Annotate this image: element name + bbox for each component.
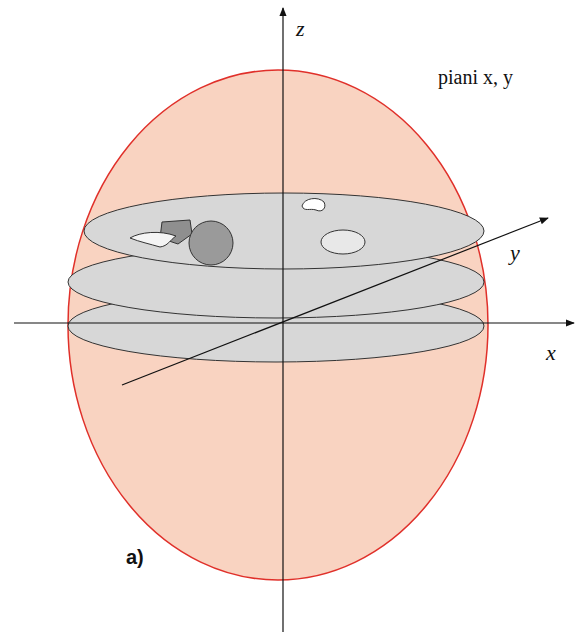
plane-label: piani x, y bbox=[438, 66, 513, 89]
axis-label: z bbox=[296, 16, 305, 42]
x-axis bbox=[14, 322, 574, 323]
region bbox=[189, 221, 233, 265]
plane-slice bbox=[84, 193, 484, 269]
region bbox=[130, 232, 176, 247]
panel-label: a) bbox=[126, 546, 144, 569]
ellipsoid bbox=[68, 70, 488, 580]
axis-label: x bbox=[546, 340, 556, 366]
region bbox=[321, 230, 365, 254]
axis-label: y bbox=[510, 240, 520, 266]
z-axis bbox=[282, 8, 283, 632]
y-axis bbox=[122, 218, 548, 385]
region bbox=[302, 199, 325, 211]
